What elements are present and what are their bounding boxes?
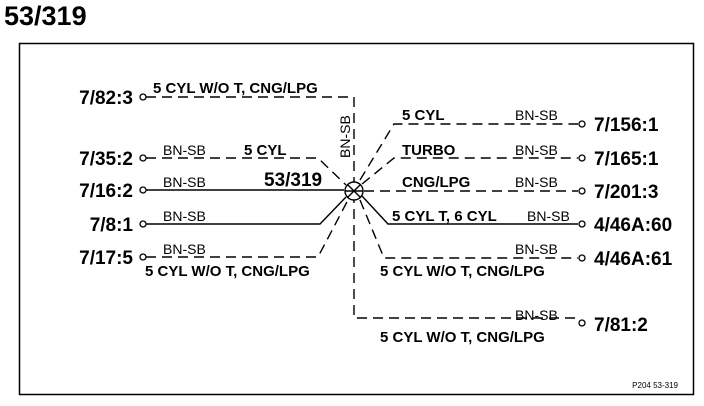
terminal-circle — [139, 154, 147, 162]
wire-label: 5 CYL W/O T, CNG/LPG — [380, 263, 545, 280]
wire-color: BN-SB — [163, 142, 206, 158]
wire-7-17-5 — [146, 199, 349, 258]
terminal-circle — [578, 154, 586, 162]
wire-color: BN-SB — [163, 208, 206, 224]
terminal-label: 4/46A:61 — [594, 249, 673, 270]
terminal-circle — [139, 253, 147, 261]
wire-label: 5 CYL W/O T, CNG/LPG — [145, 263, 310, 280]
wire-color: BN-SB — [515, 241, 558, 257]
wire-7-156-1 — [359, 123, 578, 181]
terminal-circle — [139, 220, 147, 228]
wire-color: BN-SB — [515, 142, 558, 158]
wire-label: 5 CYL — [402, 107, 445, 124]
wire-label: CNG/LPG — [402, 174, 470, 191]
wire-7-35-2 — [146, 157, 347, 186]
wire-color: BN-SB — [527, 208, 570, 224]
terminal-label: 7/165:1 — [594, 149, 659, 170]
wire-color: BN-SB — [515, 307, 558, 323]
wire-7-165-1 — [361, 157, 578, 185]
terminal-label: 7/156:1 — [594, 115, 659, 136]
terminal-circle — [578, 220, 586, 228]
terminal-circle — [578, 254, 586, 262]
figure-reference: P204 53-319 — [632, 381, 678, 390]
terminal-circle — [139, 186, 147, 194]
wire-label: TURBO — [402, 142, 456, 159]
terminal-circle — [578, 319, 586, 327]
terminal-label: 7/17:5 — [79, 248, 133, 269]
wire-color: BN-SB — [163, 174, 206, 190]
terminal-circle — [578, 187, 586, 195]
terminal-label: 7/8:1 — [90, 215, 134, 236]
wire-4-46a-61 — [359, 199, 578, 259]
wire-color: BN-SB — [515, 174, 558, 190]
wire-color: BN-SB — [337, 115, 353, 158]
node-label: 53/319 — [264, 170, 322, 191]
terminal-label: 7/16:2 — [79, 181, 133, 202]
wire-color: BN-SB — [515, 107, 558, 123]
page-title: 53/319 — [4, 1, 87, 31]
terminal-circle — [139, 93, 147, 101]
terminal-label: 7/35:2 — [79, 149, 133, 170]
wire-label: 5 CYL W/O T, CNG/LPG — [380, 329, 545, 346]
wire-label: 5 CYL T, 6 CYL — [392, 208, 497, 225]
terminal-label: 7/201:3 — [594, 182, 658, 203]
splice-node — [344, 181, 364, 201]
wire-7-8-1 — [146, 196, 347, 225]
terminal-label: 7/81:2 — [594, 315, 648, 336]
wire-label: 5 CYL — [244, 142, 287, 159]
wire-4-46a-60 — [361, 195, 578, 225]
terminal-label: 4/46A:60 — [594, 215, 672, 236]
terminal-label: 7/82:3 — [79, 88, 133, 109]
wire-label: 5 CYL W/O T, CNG/LPG — [153, 80, 318, 97]
terminal-circle — [578, 120, 586, 128]
wire-color: BN-SB — [163, 241, 206, 257]
diagram-frame — [18, 42, 695, 396]
wire-7-82-3-to-7-81-2 — [146, 96, 578, 319]
